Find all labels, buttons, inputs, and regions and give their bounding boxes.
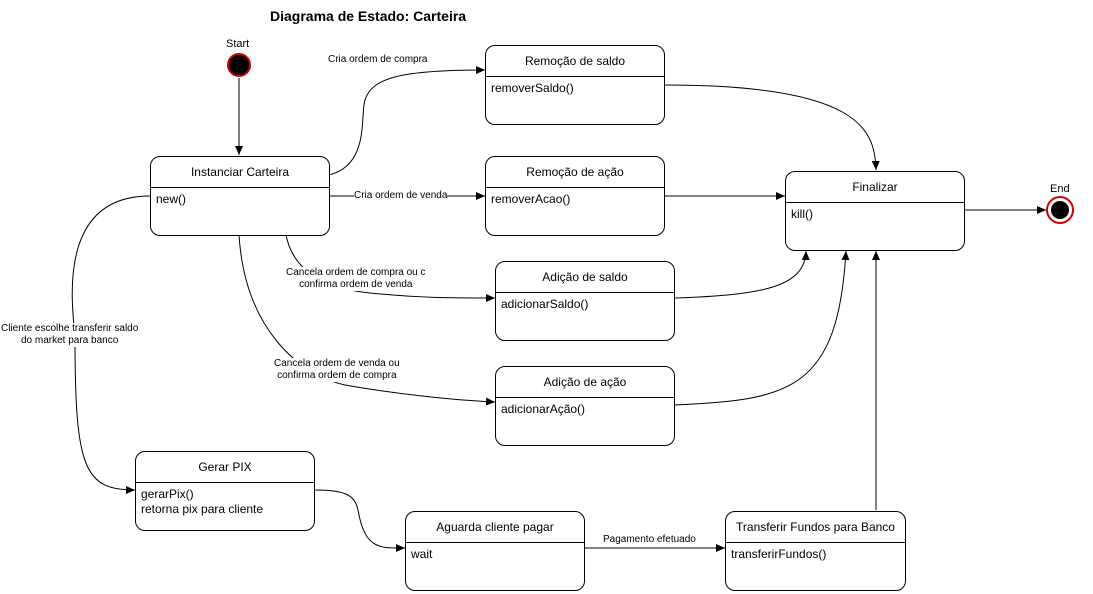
state-name: Instanciar Carteira (151, 157, 329, 188)
start-label: Start (226, 38, 250, 50)
state-action: retorna pix para cliente (141, 502, 264, 516)
state-transferir-fundos[interactable]: Transferir Fundos para Banco transferirF… (725, 511, 906, 591)
state-action: kill() (791, 207, 813, 221)
arrow-instanciar-to-rem-saldo (328, 66, 486, 176)
label-cria-ordem-compra: Cria ordem de compra (328, 54, 428, 66)
label-line: confirma ordem de compra (277, 370, 397, 381)
end-label: End (1050, 183, 1070, 195)
arrow-gerar-pix-to-aguarda (314, 489, 406, 553)
state-action: removerSaldo() (491, 81, 574, 95)
label-line: confirma ordem de venda (299, 279, 413, 290)
state-adicao-saldo[interactable]: Adição de saldo adicionarSaldo() (495, 261, 675, 341)
label-cancela-ordem-compra: Cancela ordem de compra ou c confirma or… (286, 267, 426, 291)
state-gerar-pix[interactable]: Gerar PIX gerarPix() retorna pix para cl… (135, 451, 315, 531)
arrow-rem-saldo-to-finalizar (664, 84, 880, 171)
label-cliente-transferir: Cliente escolhe transferir saldo do mark… (1, 323, 139, 347)
state-name: Finalizar (786, 172, 964, 203)
state-action: wait (411, 547, 433, 561)
arrow-add-saldo-to-finalizar (674, 250, 810, 299)
state-name: Aguarda cliente pagar (406, 512, 584, 543)
state-name: Transferir Fundos para Banco (726, 512, 905, 543)
state-action: removerAcao() (491, 192, 571, 206)
label-cria-ordem-venda: Cria ordem de venda (354, 190, 448, 202)
label-line: do market para banco (21, 335, 119, 346)
state-finalizar[interactable]: Finalizar kill() (785, 171, 965, 251)
state-action: transferirFundos() (731, 547, 827, 561)
label-line: Cancela ordem de venda ou (274, 358, 400, 369)
state-action: adicionarSaldo() (501, 297, 589, 311)
arrow-instanciar-to-add-acao (238, 234, 496, 406)
label-line: Cancela ordem de compra ou c (286, 267, 426, 278)
label-cancela-ordem-venda: Cancela ordem de venda ou confirma ordem… (274, 358, 400, 382)
state-name: Adição de saldo (496, 262, 674, 293)
state-instanciar-carteira[interactable]: Instanciar Carteira new() (150, 156, 330, 236)
end-node (1046, 196, 1074, 224)
state-action: new() (156, 192, 187, 206)
state-action: gerarPix() (141, 487, 194, 501)
state-name: Adição de ação (496, 367, 674, 398)
state-name: Remoção de ação (486, 157, 664, 188)
state-remocao-saldo[interactable]: Remoção de saldo removerSaldo() (485, 45, 665, 125)
state-adicao-acao[interactable]: Adição de ação adicionarAção() (495, 366, 675, 446)
state-aguarda-cliente[interactable]: Aguarda cliente pagar wait (405, 511, 585, 591)
state-remocao-acao[interactable]: Remoção de ação removerAcao() (485, 156, 665, 236)
label-line: Cliente escolhe transferir saldo (1, 323, 139, 334)
start-node (227, 53, 251, 77)
state-name: Gerar PIX (136, 452, 314, 483)
diagram-title: Diagrama de Estado: Carteira (270, 8, 467, 24)
state-name: Remoção de saldo (486, 46, 664, 77)
label-pagamento-efetuado: Pagamento efetuado (603, 534, 696, 546)
state-action: adicionarAção() (501, 402, 586, 416)
arrow-add-acao-to-finalizar (674, 250, 850, 406)
